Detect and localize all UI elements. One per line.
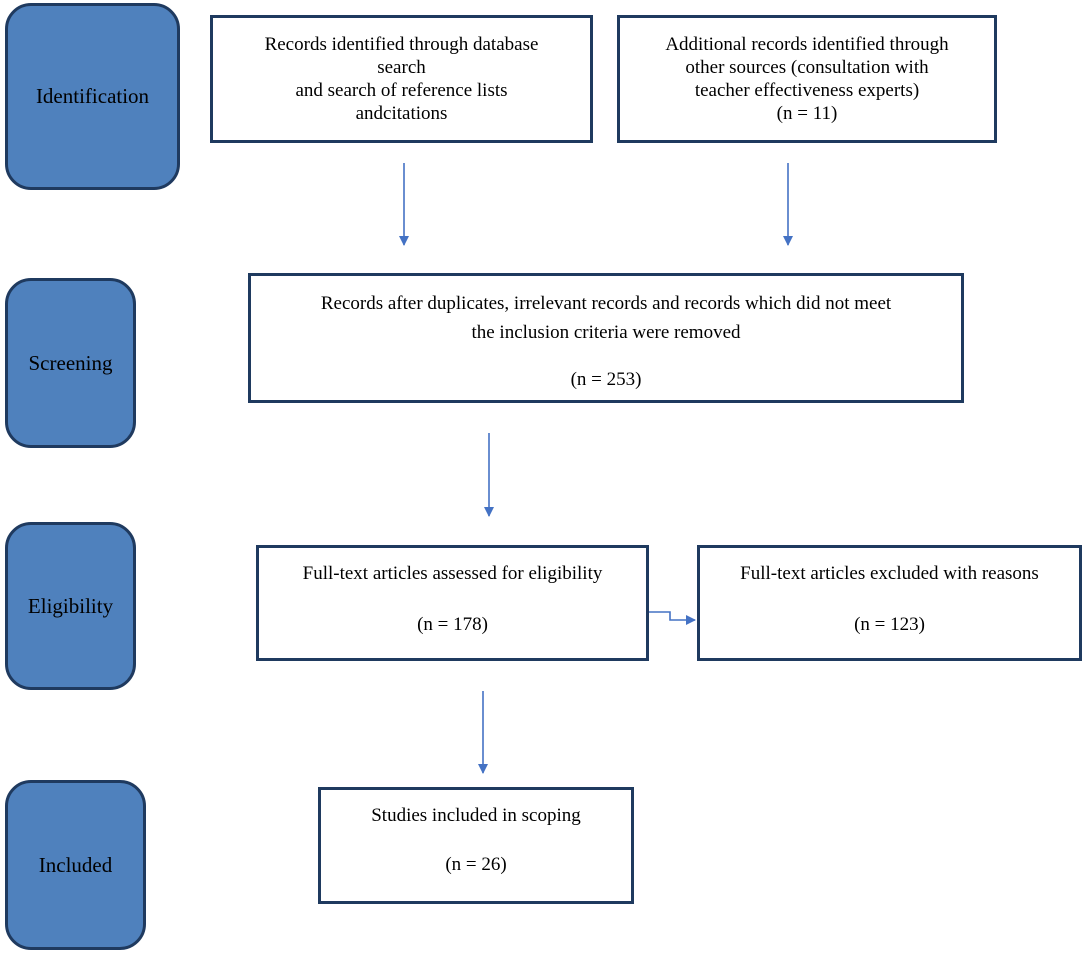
- stage-included-label: Included: [38, 852, 113, 877]
- additional-records-line-1: Additional records identified through: [665, 34, 949, 55]
- stage-identification-label: Identification: [35, 84, 150, 108]
- stage-eligibility: Eligibility: [5, 522, 136, 690]
- stage-included: Included: [5, 780, 146, 950]
- eligibility-assessed-box: Full-text articles assessed for eligibil…: [256, 545, 649, 661]
- arrow-eligibility-to-excluded: [649, 611, 696, 625]
- stage-eligibility-label: Eligibility: [27, 593, 114, 618]
- additional-records-box: Additional records identified through ot…: [617, 15, 997, 143]
- database-records-line-3: and search of reference lists: [295, 80, 508, 101]
- included-studies-count: (n = 26): [445, 854, 507, 875]
- included-studies-box: Studies included in scoping (n = 26): [318, 787, 634, 904]
- eligibility-assessed-line-1: Full-text articles assessed for eligibil…: [302, 563, 603, 584]
- eligibility-assessed-count: (n = 178): [417, 614, 488, 635]
- excluded-box: Full-text articles excluded with reasons…: [697, 545, 1082, 661]
- included-studies-line-1: Studies included in scoping: [371, 805, 581, 826]
- additional-records-count: (n = 11): [776, 103, 838, 124]
- stage-identification: Identification: [5, 3, 180, 190]
- stage-screening-label: Screening: [28, 350, 113, 375]
- stage-screening: Screening: [5, 278, 136, 448]
- excluded-line-1: Full-text articles excluded with reasons: [740, 563, 1039, 584]
- database-records-box: Records identified through database sear…: [210, 15, 593, 143]
- additional-records-line-3: teacher effectiveness experts): [694, 80, 920, 101]
- database-records-line-4: andcitations: [355, 103, 448, 124]
- database-records-line-1: Records identified through database: [264, 34, 539, 55]
- screened-records-count: (n = 253): [570, 369, 642, 390]
- database-records-line-2: search: [377, 57, 426, 78]
- excluded-count: (n = 123): [854, 614, 925, 635]
- additional-records-line-2: other sources (consultation with: [685, 57, 929, 78]
- screened-records-line-1: Records after duplicates, irrelevant rec…: [320, 293, 892, 314]
- screened-records-box: Records after duplicates, irrelevant rec…: [248, 273, 964, 403]
- screened-records-line-2: the inclusion criteria were removed: [471, 322, 741, 343]
